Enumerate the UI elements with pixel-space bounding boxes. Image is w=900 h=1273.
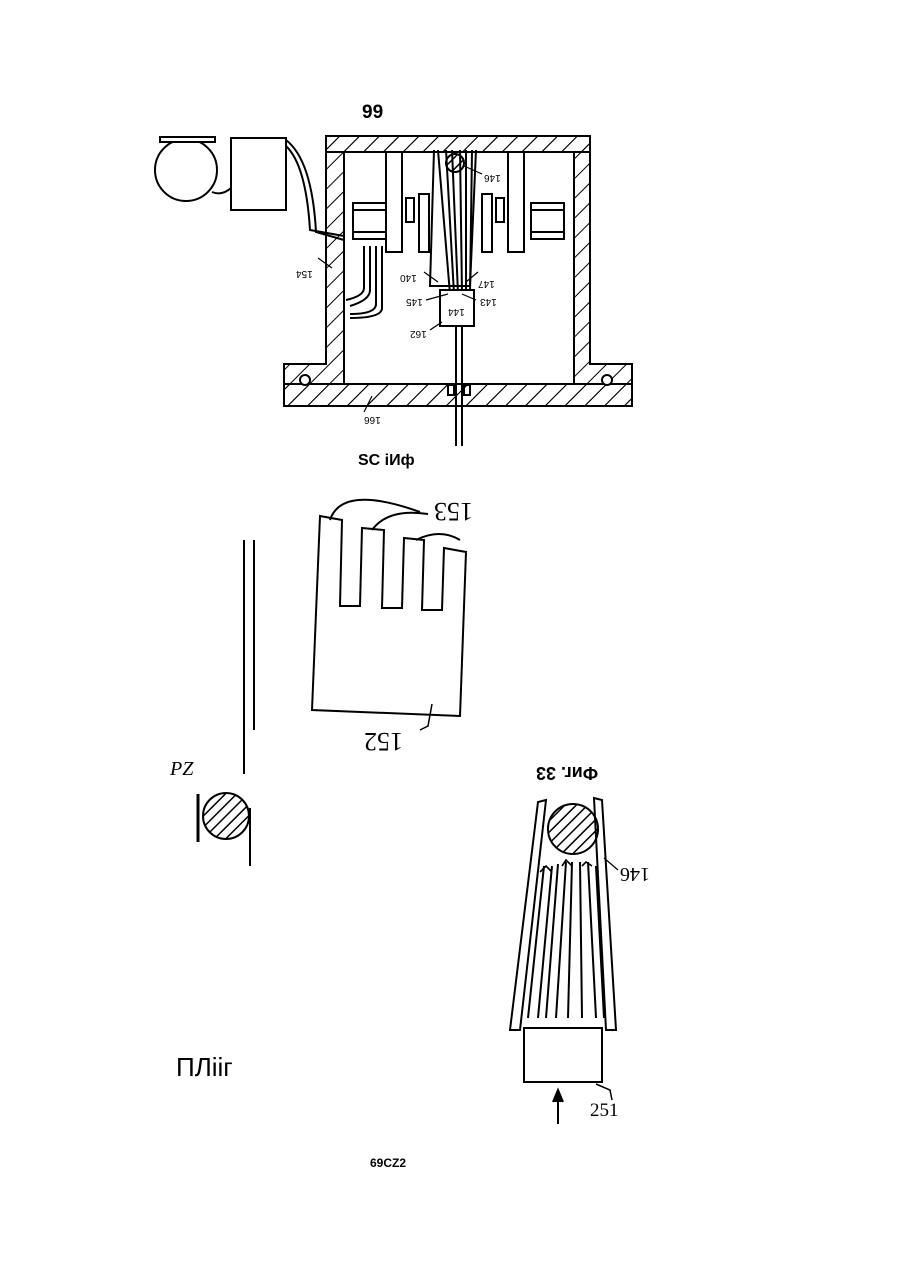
label-162: 162: [410, 328, 427, 339]
label-153: 153: [434, 496, 473, 526]
housing-assembly: [155, 136, 632, 446]
label-152: 152: [364, 726, 403, 756]
left-caption: ПЛiiг: [176, 1052, 233, 1083]
left-roller-section: [203, 793, 249, 839]
label-146-bottom: 146: [620, 862, 650, 885]
label-147: 147: [478, 278, 495, 289]
label-143: 143: [480, 296, 497, 307]
label-166: 166: [364, 414, 381, 425]
page-code-bottom: 69CZ2: [370, 1156, 406, 1170]
label-154: 154: [296, 268, 313, 279]
figure-mid-caption: Фиг. 33: [536, 762, 598, 783]
comb-plate: [312, 500, 466, 730]
strip-fan: [510, 798, 618, 1124]
label-144: 144: [448, 306, 465, 317]
page-number-top: 99: [362, 102, 383, 124]
left-mark: PZ: [170, 758, 193, 781]
figure-top-caption: SC iИф: [358, 452, 415, 470]
label-146-top: 146: [484, 172, 501, 183]
label-140: 140: [400, 272, 417, 283]
label-251: 251: [590, 1100, 619, 1122]
label-145: 145: [406, 296, 423, 307]
